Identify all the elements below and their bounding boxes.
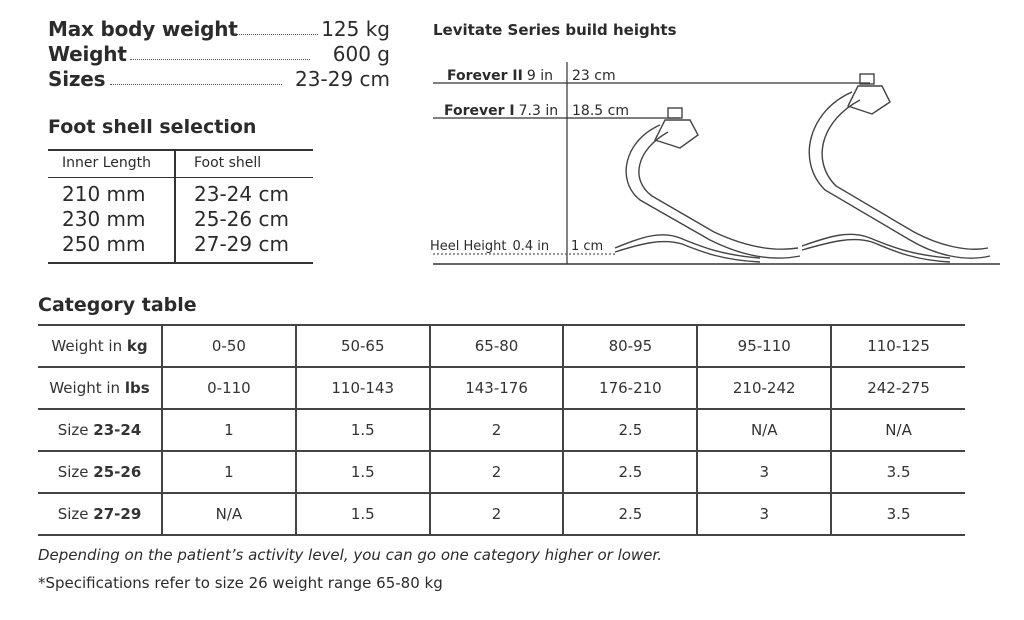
forever1-cm: 18.5 cm: [572, 103, 629, 119]
table-cell: 143-176: [428, 367, 564, 410]
table-cell: 1.5: [294, 451, 430, 494]
row-header-weight-lbs: Weight in lbs: [38, 367, 162, 410]
table-cell: 1: [161, 409, 296, 452]
table-cell: 95-110: [696, 324, 832, 368]
table-row: Size 23-24 1 1.5 2 2.5 N/A N/A: [38, 409, 965, 452]
spec-sizes: Sizes 23-29 cm: [48, 66, 390, 90]
row-header-size-value: 23-24: [93, 421, 142, 439]
dotted-leader: [130, 59, 310, 60]
row-header-unit: lbs: [124, 379, 150, 397]
row-header-prefix: Size: [57, 505, 94, 523]
activity-note: Depending on the patient’s activity leve…: [38, 546, 662, 564]
spec-label: Sizes: [48, 67, 106, 91]
table-cell: 210-242: [696, 367, 832, 410]
table-cell: N/A: [161, 493, 296, 536]
table-cell: 2.5: [562, 493, 698, 536]
dotted-leader: [234, 34, 318, 35]
category-table-title: Category table: [38, 294, 197, 316]
table-rule-top: [48, 149, 313, 151]
row-header-prefix: Size: [57, 421, 94, 439]
table-cell: 0-110: [161, 367, 296, 410]
row-header-size: Size 25-26: [38, 451, 162, 494]
table-cell: 110-143: [294, 367, 430, 410]
spec-label: Weight: [48, 42, 127, 66]
table-cell: 176-210: [562, 367, 698, 410]
forever2-in: 9 in: [527, 68, 553, 84]
row-header-prefix: Weight in: [49, 379, 125, 397]
table-cell: N/A: [830, 409, 965, 452]
table-cell: 110-125: [830, 324, 965, 368]
table-cell: 0-50: [161, 324, 296, 368]
forever1-in: 7.3 in: [519, 103, 558, 119]
category-table: Weight in kg 0-50 50-65 65-80 80-95 95-1…: [38, 324, 965, 536]
table-row: Size 27-29 N/A 1.5 2 2.5 3 3.5: [38, 493, 965, 536]
foot-shell-header-foot-shell: Foot shell: [194, 155, 262, 171]
diagram-title: Levitate Series build heights: [433, 21, 677, 39]
table-row: Weight in lbs 0-110 110-143 143-176 176-…: [38, 367, 965, 410]
heel-label: Heel Height 0.4 in: [430, 239, 549, 254]
table-row: Weight in kg 0-50 50-65 65-80 80-95 95-1…: [38, 324, 965, 368]
row-header-size-value: 27-29: [93, 505, 142, 523]
table-cell: 1.5: [294, 409, 430, 452]
heel-cm: 1 cm: [571, 239, 603, 254]
table-cell: 242-275: [830, 367, 965, 410]
table-cell: 50-65: [294, 324, 430, 368]
forever1-name: Forever I: [444, 103, 515, 119]
table-cell: 3: [696, 493, 832, 536]
heel-name: Heel Height: [430, 239, 507, 254]
foot-shell-cell: 210 mm: [62, 182, 146, 206]
table-rule-head: [48, 177, 313, 178]
heel-in: 0.4 in: [513, 239, 550, 254]
table-cell: 3.5: [830, 493, 965, 536]
table-cell: 1: [161, 451, 296, 494]
spec-weight: Weight 600 g: [48, 41, 390, 65]
table-rule-bottom: [48, 262, 313, 264]
table-cell: 1.5: [294, 493, 430, 536]
table-cell: 2.5: [562, 409, 698, 452]
foot-shell-header-inner-length: Inner Length: [62, 155, 151, 171]
table-row: Size 25-26 1 1.5 2 2.5 3 3.5: [38, 451, 965, 494]
row-header-prefix: Weight in: [51, 337, 127, 355]
foot-shell-cell: 27-29 cm: [194, 232, 289, 256]
dotted-leader: [110, 84, 282, 85]
spec-label: Max body weight: [48, 17, 238, 41]
forever2-name: Forever II: [447, 68, 523, 84]
table-cell: 65-80: [428, 324, 564, 368]
foot-shell-cell: 23-24 cm: [194, 182, 289, 206]
foot-shell-cell: 230 mm: [62, 207, 146, 231]
row-header-unit: kg: [126, 337, 148, 355]
table-cell: 3: [696, 451, 832, 494]
forever1-foot-illustration: [614, 107, 801, 263]
row-header-size-value: 25-26: [93, 463, 142, 481]
table-cell: 2: [428, 493, 564, 536]
forever2-foot-illustration: [801, 73, 991, 263]
table-cell: N/A: [696, 409, 832, 452]
spec-max-body-weight: Max body weight 125 kg: [48, 16, 390, 40]
spec-value: 23-29 cm: [295, 67, 390, 91]
spec-value: 600 g: [332, 42, 390, 66]
table-divider: [174, 149, 176, 264]
foot-shell-cell: 25-26 cm: [194, 207, 289, 231]
spec-value: 125 kg: [321, 17, 390, 41]
row-header-weight-kg: Weight in kg: [38, 324, 162, 368]
row-header-prefix: Size: [57, 463, 94, 481]
row-header-size: Size 23-24: [38, 409, 162, 452]
foot-shell-title: Foot shell selection: [48, 116, 257, 138]
foot-shell-cell: 250 mm: [62, 232, 146, 256]
table-cell: 2: [428, 451, 564, 494]
table-cell: 2: [428, 409, 564, 452]
row-header-size: Size 27-29: [38, 493, 162, 536]
spec-reference-note: *Specifications refer to size 26 weight …: [38, 574, 443, 592]
forever2-cm: 23 cm: [572, 68, 616, 84]
table-cell: 3.5: [830, 451, 965, 494]
table-cell: 80-95: [562, 324, 698, 368]
table-cell: 2.5: [562, 451, 698, 494]
